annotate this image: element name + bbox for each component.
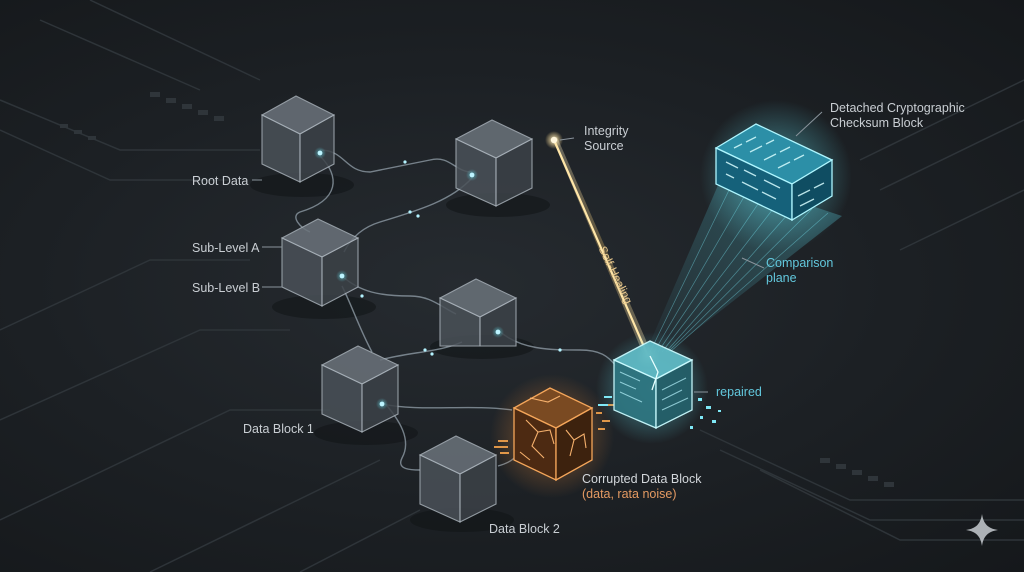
label-repaired: repaired (716, 385, 762, 399)
cube-sub-level-b-right (438, 278, 518, 347)
label-data-block-1: Data Block 1 (243, 422, 314, 436)
label-comparison-line2: plane (766, 271, 797, 285)
cube-repaired (596, 332, 721, 444)
cube-shadows (250, 173, 550, 532)
cube-root-data (260, 95, 336, 183)
cube-sub-level-a (280, 218, 360, 307)
label-corrupted-line2: (data, rata noise) (582, 487, 677, 501)
checksum-block (700, 100, 852, 252)
cube-root-right (454, 119, 534, 207)
checksum-data-glyphs (725, 136, 825, 207)
label-checksum-line1: Detached Cryptographic (830, 101, 965, 115)
label-integrity-source: Integrity Source (584, 124, 628, 154)
cube-data-block-1 (320, 345, 400, 433)
label-checksum-block: Detached Cryptographic Checksum Block (830, 101, 965, 131)
label-sub-level-a: Sub-Level A (192, 241, 260, 255)
cube-data-block-2 (418, 435, 498, 523)
label-checksum-line2: Checksum Block (830, 116, 924, 130)
cube-corrupted (490, 374, 614, 498)
connection-glints (360, 160, 562, 356)
background-dash-marks (60, 92, 894, 487)
leader-lines (252, 111, 823, 393)
label-sub-level-b: Sub-Level B (192, 281, 261, 295)
sparkle-icon (966, 514, 998, 546)
label-comparison-line1: Comparison (766, 256, 834, 270)
label-comparison-plane: Comparison plane (766, 256, 833, 286)
label-integrity-source-line2: Source (584, 139, 624, 153)
label-data-block-2: Data Block 2 (489, 522, 560, 536)
label-corrupted-line1: Corrupted Data Block (582, 472, 702, 486)
repair-particles (598, 396, 721, 429)
label-integrity-source-line1: Integrity (584, 124, 629, 138)
label-root-data: Root Data (192, 174, 249, 188)
label-corrupted-block: Corrupted Data Block (data, rata noise) (582, 472, 702, 502)
